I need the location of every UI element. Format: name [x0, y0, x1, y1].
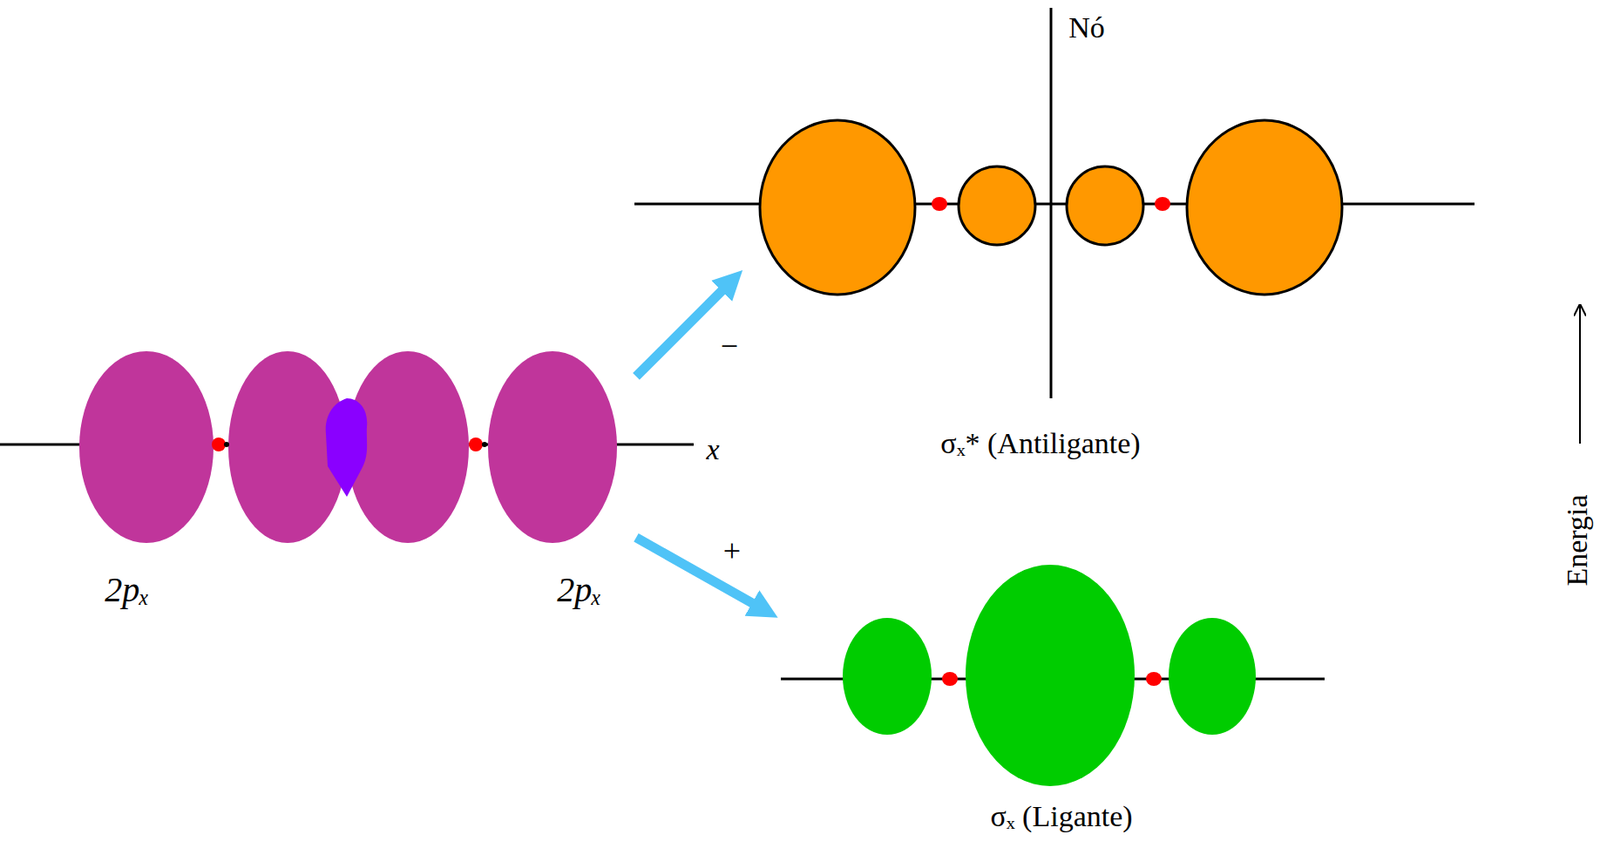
atomic-orbitals — [0, 351, 694, 543]
orbital-label: 2pₓ — [556, 570, 602, 610]
sign-label: + — [720, 535, 744, 567]
node-plane-label: Nó — [1068, 11, 1106, 44]
orbital-label: σₓ (Ligante) — [989, 800, 1133, 833]
energy-arrow — [1579, 305, 1581, 444]
orbital-label: σₓ* (Antiligante) — [940, 427, 1140, 460]
orbital-label: 2pₓ — [104, 570, 150, 610]
combination-arrow — [636, 280, 733, 377]
nodal-plane — [1050, 7, 1053, 399]
antibonding-orbital-shape: σₓ* (Antiligante) — [740, 108, 1356, 464]
energy-label: Energia — [1560, 494, 1594, 586]
combination-arrow — [636, 537, 766, 611]
bonding-orbital — [780, 564, 1325, 787]
atomic-orbital-pair: 2pₓ 2pₓ — [61, 344, 637, 613]
axis-label: x — [705, 433, 719, 466]
bonding-orbital-shape: σₓ (Ligante) — [775, 557, 1334, 837]
overlap-region — [325, 398, 367, 497]
sign-label: − — [718, 330, 741, 362]
antibonding-orbital — [634, 7, 1475, 399]
